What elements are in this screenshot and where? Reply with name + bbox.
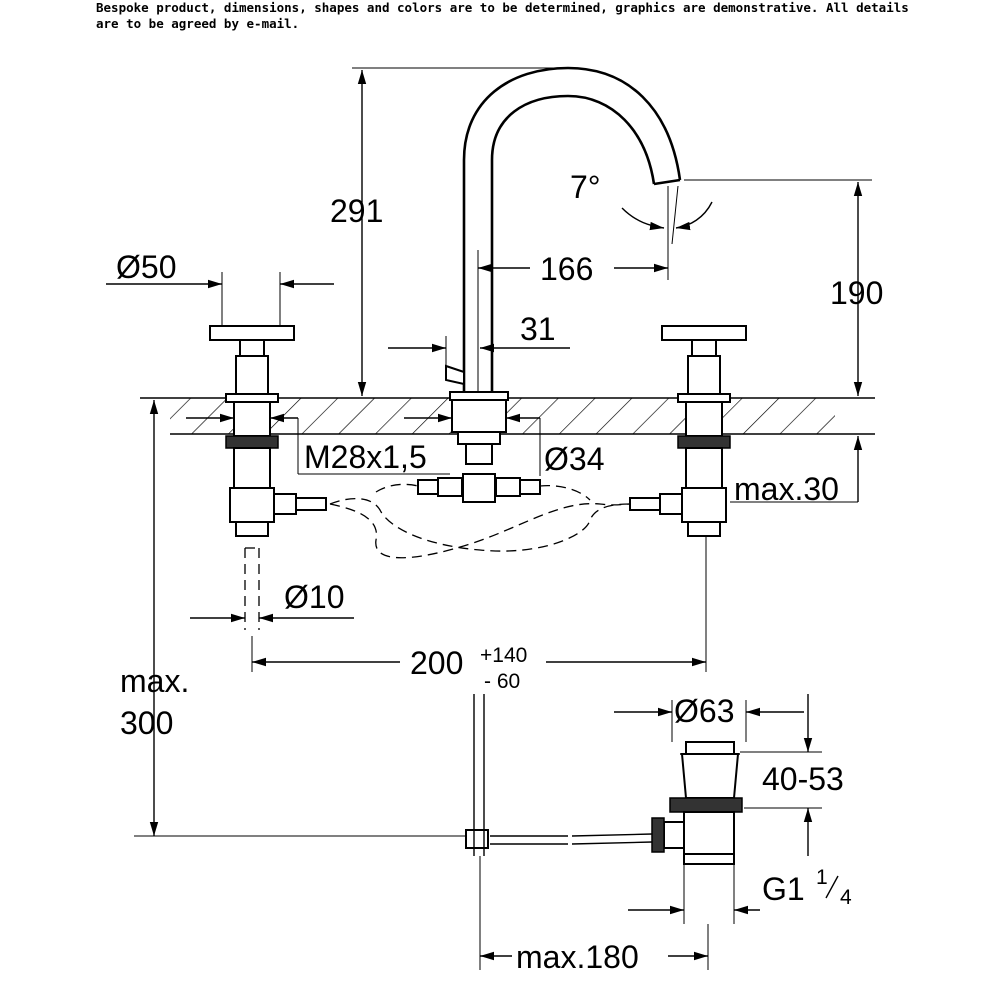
- spout: [417, 66, 682, 503]
- dim-max-drain-offset: max.180: [516, 939, 639, 975]
- dim-max-depth-value: 300: [120, 705, 173, 741]
- dim-max-deck-thickness: max.30: [734, 471, 839, 507]
- dim-outlet-height: 190: [830, 275, 883, 311]
- dim-drain-range: 40-53: [762, 761, 844, 797]
- right-valve: [629, 325, 747, 537]
- dim-hose-diameter: Ø10: [284, 579, 344, 615]
- dim-spout-reach: 166: [540, 251, 593, 287]
- dim-max-depth-label: max.: [120, 663, 189, 699]
- dim-center-spacing: 200: [410, 645, 463, 681]
- dim-spout-angle: 7°: [570, 169, 601, 205]
- pop-up-drain: [465, 694, 743, 865]
- dim-handle-diameter: Ø50: [116, 249, 176, 285]
- dim-drain-diameter: Ø63: [674, 693, 734, 729]
- dim-thread: M28x1,5: [304, 439, 427, 475]
- dimension-lines: [106, 67, 872, 970]
- dim-spout-offset: 31: [520, 311, 556, 347]
- dim-center-spacing-plus: +140: [480, 644, 527, 667]
- dim-drain-thread-denominator: 4: [840, 886, 852, 909]
- dim-spout-height: 291: [330, 193, 383, 229]
- dim-drain-thread-numerator: 1: [816, 866, 828, 889]
- left-valve: [209, 325, 327, 537]
- disclaimer-note: Bespoke product, dimensions, shapes and …: [96, 0, 909, 31]
- dim-center-spacing-minus: - 60: [484, 670, 520, 693]
- dim-drain-thread: G1: [762, 871, 805, 907]
- dim-spout-base-diameter: Ø34: [544, 441, 604, 477]
- connection-hoses: [244, 483, 631, 630]
